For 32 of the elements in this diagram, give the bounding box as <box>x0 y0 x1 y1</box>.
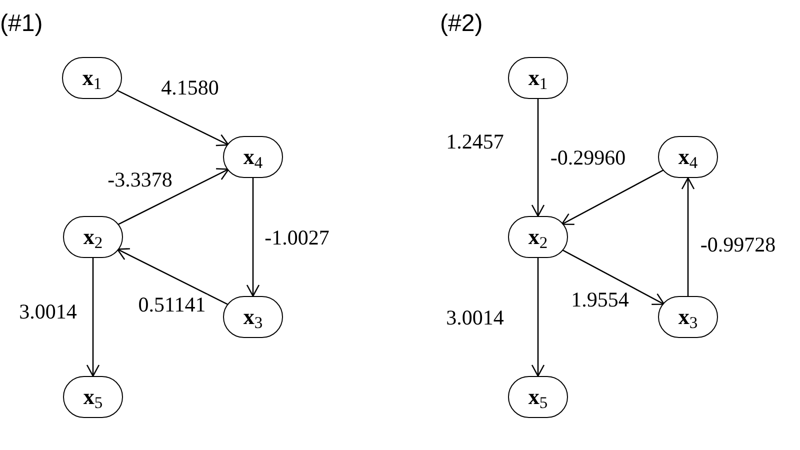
node-label: x$_{1}$ <box>528 67 548 89</box>
arrow <box>86 258 100 377</box>
panel-label: (#1) <box>0 12 43 36</box>
node-label: x$_{1}$ <box>82 67 102 89</box>
variable-node <box>63 216 123 258</box>
node-label: x$_{5}$ <box>83 386 103 408</box>
variable-node <box>223 136 283 178</box>
variable-node <box>658 136 718 178</box>
arrow <box>246 178 260 297</box>
arrow <box>531 99 545 217</box>
arrow <box>561 169 664 226</box>
arrow <box>562 249 665 306</box>
arrow <box>117 168 230 226</box>
variable-node <box>62 57 122 99</box>
node-label: x$_{3}$ <box>678 306 698 328</box>
arrow <box>116 248 229 306</box>
variable-node <box>658 296 718 338</box>
node-label: x$_{5}$ <box>528 386 548 408</box>
node-label: x$_{2}$ <box>528 226 548 248</box>
variable-node <box>508 216 568 258</box>
node-label: x$_{2}$ <box>83 226 103 248</box>
variable-node <box>223 296 283 338</box>
variable-node <box>63 376 123 418</box>
arrow <box>531 258 545 377</box>
panel-label: (#2) <box>440 12 483 36</box>
arrow <box>116 89 230 146</box>
variable-node <box>508 376 568 418</box>
arrow <box>681 177 695 296</box>
variable-node <box>508 57 568 99</box>
node-label: x$_{4}$ <box>243 146 263 168</box>
node-label: x$_{3}$ <box>243 306 263 328</box>
node-label: x$_{4}$ <box>678 146 698 168</box>
